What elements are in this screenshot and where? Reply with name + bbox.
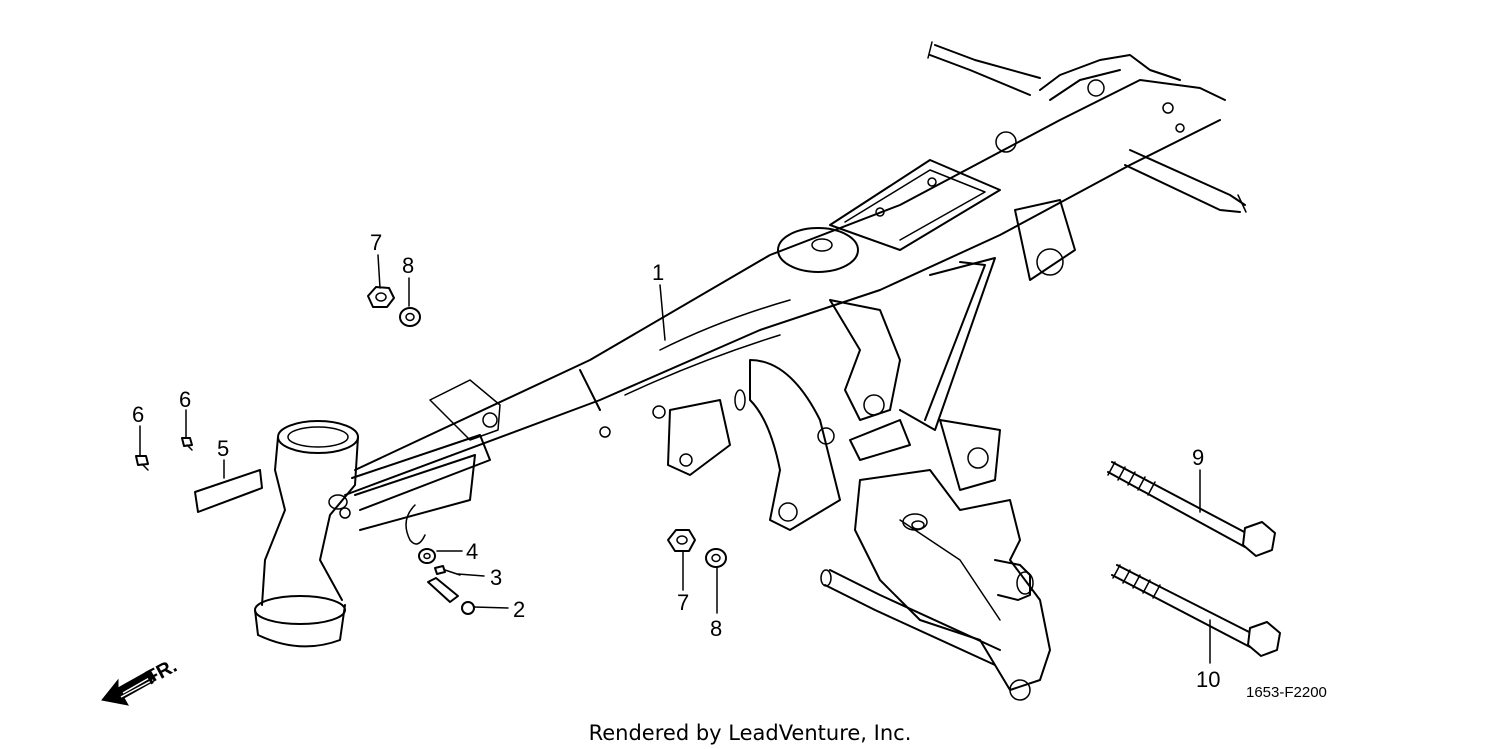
callout-4: 4 <box>466 539 478 564</box>
callout-6-left: 6 <box>132 402 144 427</box>
front-direction-marker: FR. <box>101 655 181 706</box>
frame-body <box>254 41 1247 701</box>
clevis-pin <box>427 577 475 615</box>
callout-8-lower: 8 <box>710 616 722 641</box>
leader-lines <box>139 254 1211 664</box>
callout-9: 9 <box>1192 445 1204 470</box>
screw-right <box>181 437 193 451</box>
small-bolt <box>434 565 461 576</box>
washer-upper <box>399 307 421 327</box>
long-bolt-9 <box>1107 461 1276 557</box>
long-bolt-10 <box>1111 564 1281 657</box>
callout-3: 3 <box>490 565 502 590</box>
front-arrow-icon <box>101 669 157 706</box>
callout-5: 5 <box>217 436 229 461</box>
credit-text: Rendered by LeadVenture, Inc. <box>589 721 912 745</box>
callout-10: 10 <box>1196 667 1220 692</box>
nut-upper <box>367 286 395 308</box>
diagram-code: 1653-F2200 <box>1246 684 1327 701</box>
screw-left <box>135 455 149 471</box>
nut-lower <box>667 529 696 552</box>
callout-7-upper: 7 <box>370 230 382 255</box>
callout-1: 1 <box>652 260 664 285</box>
small-washer <box>418 548 436 564</box>
callout-6-right: 6 <box>179 387 191 412</box>
callout-7-lower: 7 <box>677 590 689 615</box>
callout-2: 2 <box>513 597 525 622</box>
washer-lower <box>705 548 727 568</box>
id-plate <box>194 469 263 513</box>
callout-8-upper: 8 <box>402 253 414 278</box>
